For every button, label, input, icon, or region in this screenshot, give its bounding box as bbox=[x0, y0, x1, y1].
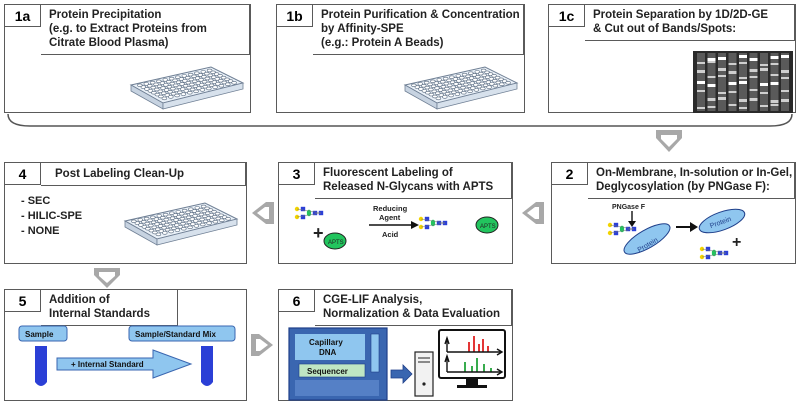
gel-image bbox=[693, 51, 793, 113]
title-line: Normalization & Data Evaluation bbox=[323, 308, 501, 320]
step-number: 5 bbox=[5, 290, 41, 312]
title-line: Deglycosylation (by PNGase F): bbox=[596, 181, 770, 193]
sample-label: Sample bbox=[25, 330, 54, 339]
computer-tower-icon bbox=[414, 351, 434, 397]
deglycosylation-diagram: PNGase F Protein Protein + bbox=[607, 204, 746, 260]
left-arrow-icon bbox=[252, 202, 274, 224]
panel-1b: 1b Protein Purification & Concentration … bbox=[276, 4, 525, 113]
left-arrow-icon bbox=[522, 202, 544, 224]
step-title: Protein Purification & Concentration by … bbox=[313, 5, 524, 55]
title-line: by Affinity-SPE bbox=[321, 23, 404, 35]
dna-label: DNA bbox=[319, 348, 337, 357]
panel-1c: 1c Protein Separation by 1D/2D-GE & Cut … bbox=[548, 4, 796, 113]
step-number: 6 bbox=[279, 290, 315, 312]
protein-ellipse bbox=[623, 223, 671, 255]
plus-sign: + bbox=[313, 223, 324, 243]
down-arrow-icon bbox=[94, 268, 120, 288]
title-line: Protein Precipitation bbox=[49, 9, 162, 21]
apts-label: APTS bbox=[328, 240, 344, 246]
bracket bbox=[7, 113, 793, 127]
apts-molecule bbox=[323, 232, 347, 250]
step-title: Addition of Internal Standards bbox=[41, 290, 178, 326]
title-line: (e.g.: Protein A Beads) bbox=[321, 37, 444, 49]
title-line: Released N-Glycans with APTS bbox=[323, 181, 494, 193]
title-line: CGE-LIF Analysis, bbox=[323, 294, 423, 306]
internal-standard-diagram: Sample Sample/Standard Mix + Internal St… bbox=[18, 325, 236, 386]
apts-label: APTS bbox=[480, 224, 496, 230]
step-title: On-Membrane, In-solution or In-Gel, Degl… bbox=[588, 163, 795, 199]
mix-box bbox=[128, 325, 236, 342]
title-line: Protein Separation by 1D/2D-GE bbox=[593, 9, 769, 21]
reagent-top: Reducing bbox=[373, 204, 408, 213]
option-none: - NONE bbox=[21, 225, 60, 237]
step-title: CGE-LIF Analysis, Normalization & Data E… bbox=[315, 290, 512, 326]
step-number: 3 bbox=[279, 163, 315, 185]
step-title: Post Labeling Clean-Up bbox=[41, 163, 246, 186]
panel-2: 2 On-Membrane, In-solution or In-Gel, De… bbox=[551, 162, 796, 264]
step-title: Fluorescent Labeling of Released N-Glyca… bbox=[315, 163, 512, 199]
panel-3: 3 Fluorescent Labeling of Released N-Gly… bbox=[278, 162, 513, 264]
option-hilic-spe: - HILIC-SPE bbox=[21, 210, 83, 222]
mix-tube bbox=[201, 346, 213, 386]
panel-4: 4 Post Labeling Clean-Up - SEC - HILIC-S… bbox=[4, 162, 247, 264]
step-number: 2 bbox=[552, 163, 588, 185]
title-line: On-Membrane, In-solution or In-Gel, bbox=[596, 167, 793, 179]
option-sec: - SEC bbox=[21, 195, 51, 207]
plus-sign: + bbox=[732, 234, 741, 251]
enzyme-label: PNGase F bbox=[612, 204, 646, 211]
sample-tube bbox=[35, 346, 47, 386]
down-arrow-icon bbox=[656, 130, 682, 152]
step-number: 1b bbox=[277, 5, 313, 27]
title-line: Fluorescent Labeling of bbox=[323, 167, 453, 179]
well-plate-icon bbox=[129, 66, 245, 110]
title-line: & Cut out of Bands/Spots: bbox=[593, 23, 737, 35]
sample-box bbox=[18, 325, 68, 342]
title-line: Protein Purification & Concentration bbox=[321, 9, 520, 21]
standard-arrow-label: + Internal Standard bbox=[71, 360, 144, 369]
panel-1a: 1a Protein Precipitation (e.g. to Extrac… bbox=[4, 4, 251, 113]
step-number: 1c bbox=[549, 5, 585, 27]
step-number: 1a bbox=[5, 5, 41, 27]
panel-5: 5 Addition of Internal Standards Sample … bbox=[4, 289, 247, 401]
title-line: Citrate Blood Plasma) bbox=[49, 37, 169, 49]
apts-molecule bbox=[475, 216, 499, 234]
title-line: (e.g. to Extract Proteins from bbox=[49, 23, 207, 35]
title-line: Post Labeling Clean-Up bbox=[55, 168, 185, 180]
well-plate-icon bbox=[123, 202, 239, 246]
step-number: 4 bbox=[5, 163, 41, 185]
standard-arrow bbox=[56, 349, 193, 379]
panel-6: 6 CGE-LIF Analysis, Normalization & Data… bbox=[278, 289, 513, 401]
cge-lif-setup: Capillary DNA Sequencer bbox=[288, 327, 506, 401]
mix-label: Sample/Standard Mix bbox=[135, 330, 216, 339]
right-arrow-icon bbox=[251, 334, 273, 356]
well-plate-icon bbox=[403, 66, 519, 110]
protein-ellipse bbox=[698, 208, 746, 234]
step-title: Protein Precipitation (e.g. to Extract P… bbox=[41, 5, 250, 55]
reagent-bottom: Acid bbox=[382, 230, 399, 239]
labeling-reaction: + APTS Reducing Agent Acid APTS bbox=[294, 204, 499, 250]
title-line: Internal Standards bbox=[49, 308, 150, 320]
step-title: Protein Separation by 1D/2D-GE & Cut out… bbox=[585, 5, 795, 41]
sequencer-label: Sequencer bbox=[307, 367, 348, 376]
title-line: Addition of bbox=[49, 294, 110, 306]
reagent-mid: Agent bbox=[379, 213, 401, 222]
capillary-label: Capillary bbox=[309, 338, 343, 347]
transfer-arrow-icon bbox=[390, 364, 413, 384]
